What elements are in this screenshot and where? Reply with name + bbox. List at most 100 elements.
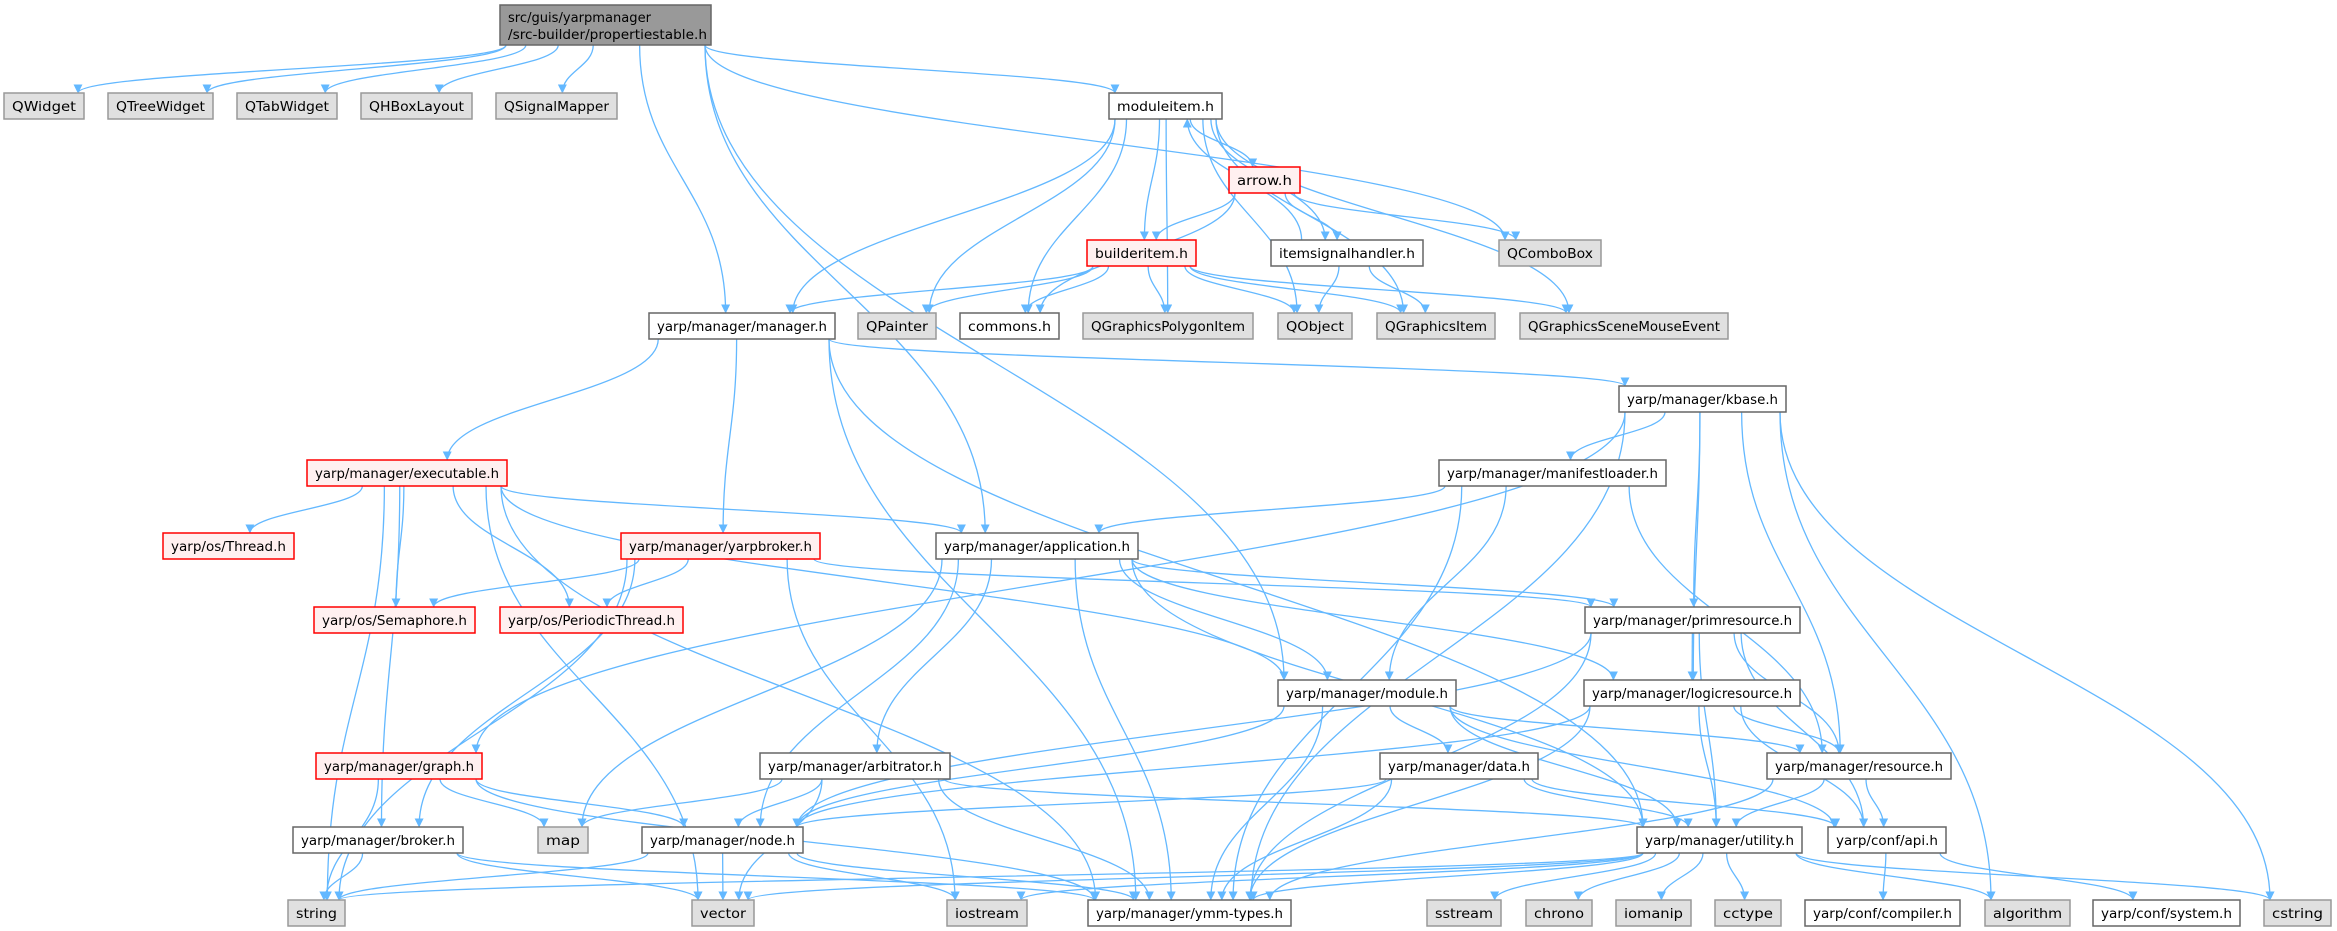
node-broker[interactable]: yarp/manager/broker.h (292, 826, 464, 854)
node-box (946, 899, 1028, 927)
node-QGraphicsSceneMouseEvent[interactable]: QGraphicsSceneMouseEvent (1519, 312, 1729, 340)
node-PeriodicThread[interactable]: yarp/os/PeriodicThread.h (499, 606, 684, 634)
node-QHBoxLayout[interactable]: QHBoxLayout (360, 92, 473, 120)
edge-resource-to-api (1865, 778, 1889, 828)
node-QPainter[interactable]: QPainter (857, 312, 937, 340)
node-application[interactable]: yarp/manager/application.h (935, 532, 1139, 560)
node-label: yarp/manager/manager.h (657, 320, 827, 335)
node-arbitrator[interactable]: yarp/manager/arbitrator.h (759, 752, 951, 780)
node-label: cstring (2272, 907, 2323, 922)
node-algorithm[interactable]: algorithm (1984, 899, 2071, 927)
edge-broker-to-vector (456, 852, 703, 901)
node-manager[interactable]: yarp/manager/manager.h (648, 312, 836, 340)
node-vector[interactable]: vector (691, 899, 755, 927)
node-iostream[interactable]: iostream (946, 899, 1028, 927)
edge-arbitrator-to-map (577, 778, 783, 828)
node-box (1519, 312, 1729, 340)
node-QObject[interactable]: QObject (1277, 312, 1353, 340)
node-label: QGraphicsPolygonItem (1091, 320, 1245, 335)
edge-kbase-to-cstring (1779, 411, 2275, 901)
node-graph[interactable]: yarp/manager/graph.h (315, 752, 483, 780)
edge-application-to-arbitrator (872, 558, 993, 754)
node-label: QPainter (866, 320, 929, 335)
node-box (641, 826, 804, 854)
edge-primresource-to-node (792, 632, 1592, 828)
node-utility[interactable]: yarp/manager/utility.h (1636, 826, 1803, 854)
edge-kbase-to-algorithm (1779, 411, 1996, 901)
node-map[interactable]: map (537, 826, 589, 854)
node-iomanip[interactable]: iomanip (1615, 899, 1692, 927)
node-QGraphicsItem[interactable]: QGraphicsItem (1376, 312, 1496, 340)
node-box (3, 92, 85, 120)
nodes-layer: src/guis/yarpmanager/src-builder/propert… (3, 4, 2332, 927)
node-label: yarp/conf/compiler.h (1813, 907, 1952, 922)
node-root[interactable]: src/guis/yarpmanager/src-builder/propert… (499, 4, 712, 46)
node-QTreeWidget[interactable]: QTreeWidget (107, 92, 214, 120)
node-box (1498, 239, 1602, 267)
node-box (935, 532, 1139, 560)
node-system[interactable]: yarp/conf/system.h (2092, 899, 2241, 927)
node-Thread[interactable]: yarp/os/Thread.h (162, 532, 295, 560)
node-kbase[interactable]: yarp/manager/kbase.h (1618, 385, 1787, 413)
edge-root-to-QComboBox (704, 44, 1510, 241)
node-label: iostream (955, 907, 1019, 922)
node-Semaphore[interactable]: yarp/os/Semaphore.h (313, 606, 476, 634)
node-ymm[interactable]: yarp/manager/ymm-types.h (1087, 899, 1292, 927)
node-cstring[interactable]: cstring (2263, 899, 2332, 927)
edge-manifestloader-to-application (1094, 485, 1446, 534)
edge-manifestloader-to-module (1384, 485, 1507, 681)
node-node[interactable]: yarp/manager/node.h (641, 826, 804, 854)
node-data[interactable]: yarp/manager/data.h (1379, 752, 1539, 780)
node-chrono[interactable]: chrono (1525, 899, 1593, 927)
node-QWidget[interactable]: QWidget (3, 92, 85, 120)
node-compiler[interactable]: yarp/conf/compiler.h (1804, 899, 1961, 927)
edge-root-to-module (704, 44, 1289, 681)
edge-node-to-iostream (787, 852, 960, 901)
node-box (499, 4, 712, 46)
node-box (1804, 899, 1961, 927)
edge-utility-to-cctype (1725, 852, 1750, 901)
node-QSignalMapper[interactable]: QSignalMapper (495, 92, 618, 120)
node-api[interactable]: yarp/conf/api.h (1827, 826, 1947, 854)
edge-manager-to-ymm (828, 338, 1141, 901)
edge-logicresource-to-resource (1733, 705, 1844, 754)
node-module[interactable]: yarp/manager/module.h (1277, 679, 1457, 707)
node-QGraphicsPolygonItem[interactable]: QGraphicsPolygonItem (1082, 312, 1254, 340)
node-label: yarp/manager/primresource.h (1593, 614, 1792, 629)
node-string[interactable]: string (287, 899, 346, 927)
node-yarpbroker[interactable]: yarp/manager/yarpbroker.h (620, 532, 821, 560)
node-builderitem[interactable]: builderitem.h (1086, 239, 1197, 267)
edge-application-to-node (755, 558, 960, 828)
node-sstream[interactable]: sstream (1426, 899, 1502, 927)
node-label: yarp/conf/api.h (1836, 834, 1938, 849)
node-label: QTabWidget (245, 100, 329, 115)
node-box (292, 826, 464, 854)
edge-api-to-compiler (1878, 852, 1888, 901)
node-box (857, 312, 937, 340)
node-label: cctype (1723, 907, 1773, 922)
node-arrow[interactable]: arrow.h (1228, 166, 1301, 194)
node-commons[interactable]: commons.h (959, 312, 1060, 340)
node-itemsignalhandler[interactable]: itemsignalhandler.h (1270, 239, 1424, 267)
node-box (1426, 899, 1502, 927)
node-resource[interactable]: yarp/manager/resource.h (1766, 752, 1952, 780)
node-primresource[interactable]: yarp/manager/primresource.h (1584, 606, 1801, 634)
node-QComboBox[interactable]: QComboBox (1498, 239, 1602, 267)
node-label: QTreeWidget (116, 100, 205, 115)
node-box (306, 459, 508, 487)
node-cctype[interactable]: cctype (1714, 899, 1782, 927)
node-manifestloader[interactable]: yarp/manager/manifestloader.h (1438, 459, 1667, 487)
node-QTabWidget[interactable]: QTabWidget (236, 92, 338, 120)
node-label: yarp/manager/kbase.h (1627, 393, 1778, 408)
edge-builderitem-to-manager (785, 265, 1094, 314)
node-label: QHBoxLayout (369, 100, 464, 115)
edge-utility-to-algorithm (1795, 852, 1996, 901)
edge-executable-to-ymm (500, 485, 1101, 901)
node-executable[interactable]: yarp/manager/executable.h (306, 459, 508, 487)
node-logicresource[interactable]: yarp/manager/logicresource.h (1583, 679, 1801, 707)
node-box (162, 532, 295, 560)
edge-utility-to-iomanip (1656, 852, 1704, 901)
node-box (1086, 239, 1197, 267)
node-moduleitem[interactable]: moduleitem.h (1108, 92, 1223, 120)
node-box (1525, 899, 1593, 927)
